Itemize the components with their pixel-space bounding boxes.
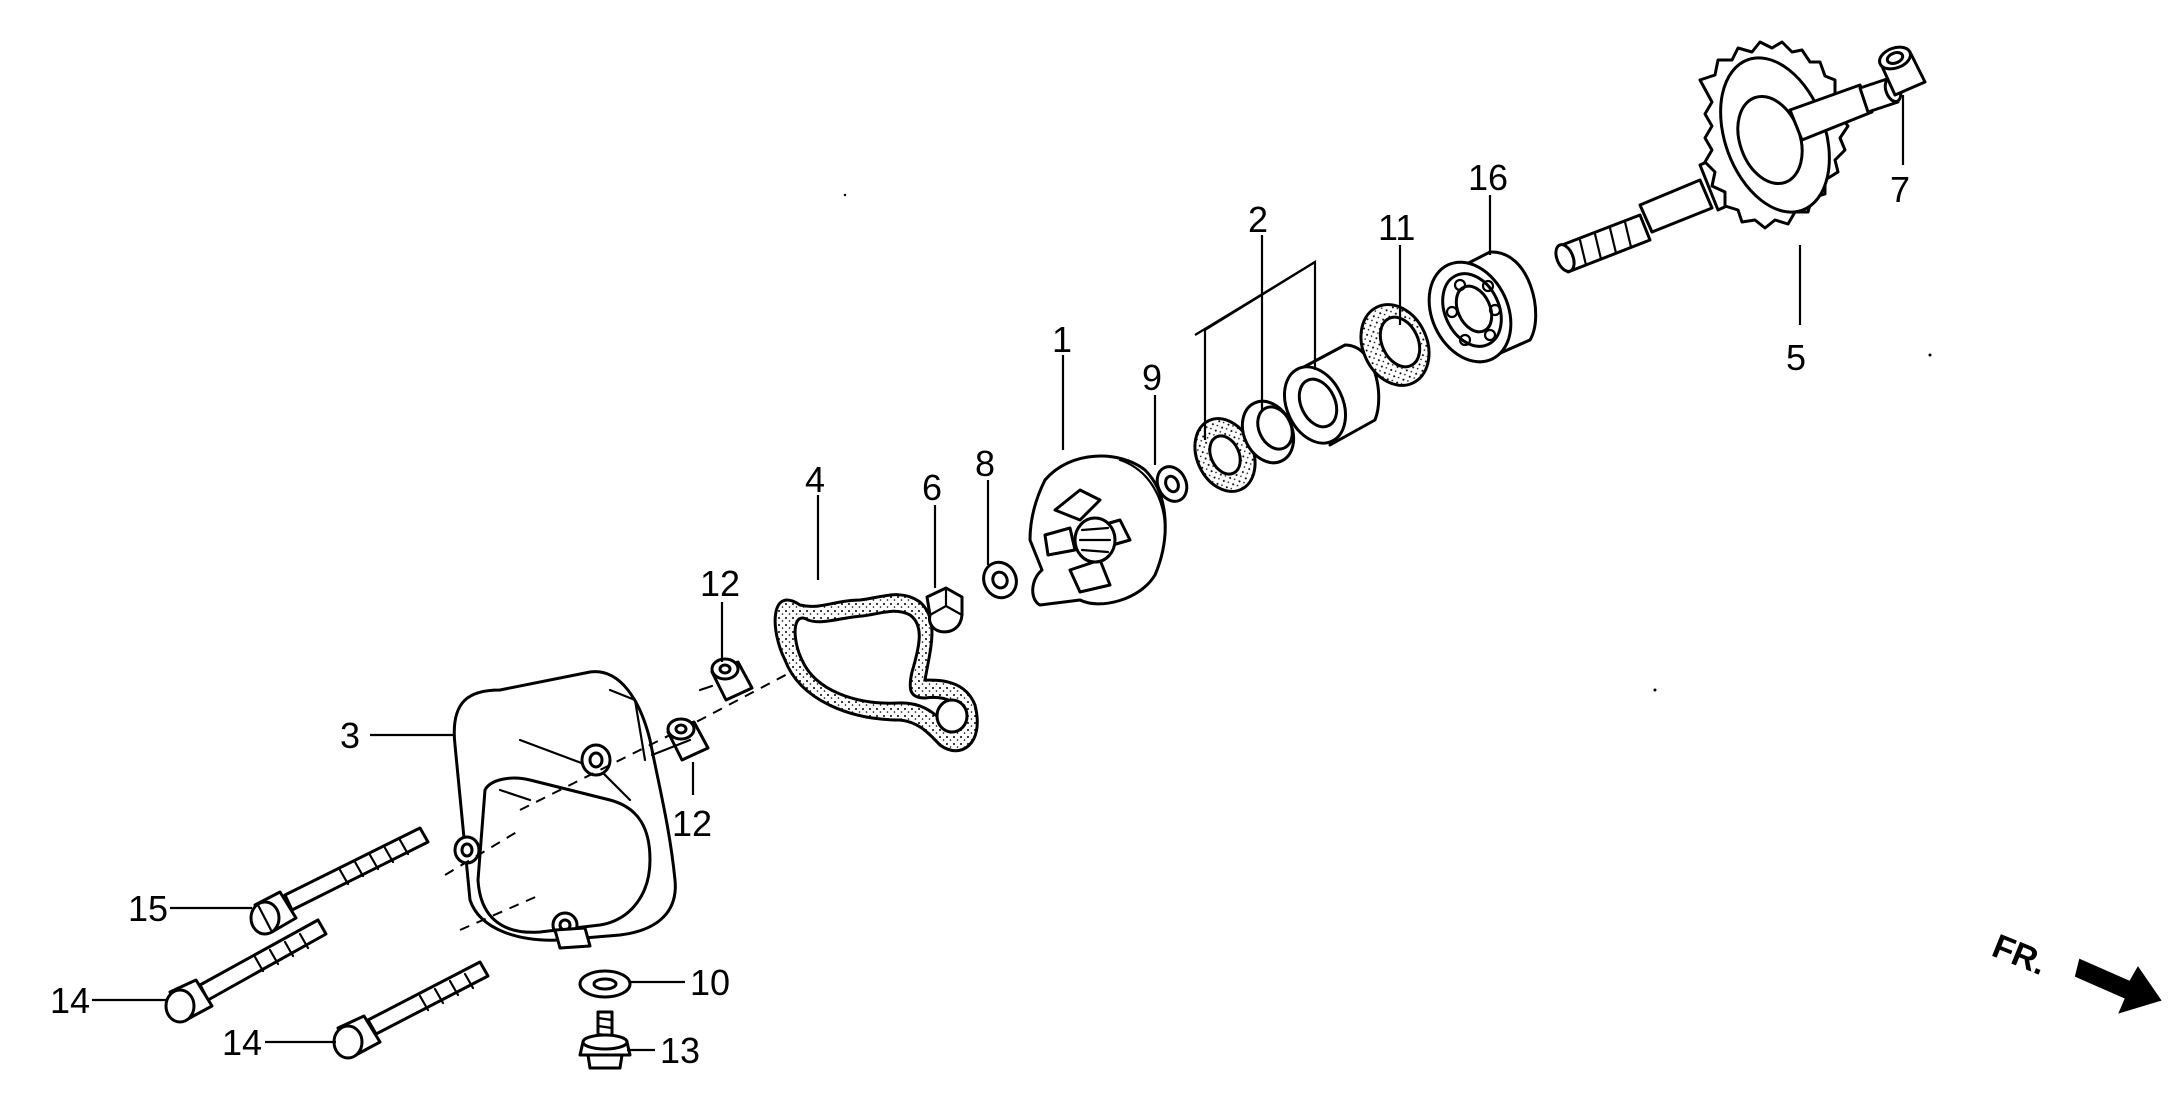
callout-2: 2 xyxy=(1248,199,1268,240)
callout-12-upper: 12 xyxy=(700,563,740,604)
alignment-lines xyxy=(444,669,796,931)
ball-bearing xyxy=(1427,250,1538,364)
pump-cover-part xyxy=(452,670,677,950)
pump-gasket xyxy=(773,593,979,753)
direction-label: FR. xyxy=(1987,927,2052,983)
leader-lines xyxy=(92,95,1905,1052)
callout-11: 11 xyxy=(1378,207,1415,248)
callout-8: 8 xyxy=(975,443,995,484)
callout-14-left: 14 xyxy=(50,980,90,1021)
callout-10: 10 xyxy=(690,962,730,1003)
sealing-washer-10 xyxy=(578,969,632,999)
dowel-pin-upper xyxy=(710,657,754,702)
callout-14-lower: 14 xyxy=(222,1022,262,1063)
dowel-pin-lower xyxy=(666,717,710,762)
washer-8 xyxy=(982,560,1018,600)
mechanical-seal-body xyxy=(1283,343,1381,447)
callout-12-lower: 12 xyxy=(672,803,712,844)
callout-9: 9 xyxy=(1142,357,1162,398)
impeller xyxy=(1028,454,1167,607)
mechanical-seal-washer xyxy=(1240,399,1296,465)
callout-6: 6 xyxy=(922,467,942,508)
callout-5: 5 xyxy=(1786,337,1806,378)
callout-labels: 1 2 3 4 5 6 7 8 9 10 11 12 12 13 14 14 1… xyxy=(50,157,1910,1071)
callout-15: 15 xyxy=(128,888,168,929)
callout-3: 3 xyxy=(340,715,360,756)
front-arrow-icon xyxy=(2074,958,2162,1014)
callout-13: 13 xyxy=(660,1030,700,1071)
callout-4: 4 xyxy=(805,459,825,500)
flange-bolt-15 xyxy=(249,826,430,936)
washer-9 xyxy=(1155,465,1189,503)
oil-seal xyxy=(1359,303,1431,387)
pump-shaft-gear xyxy=(1554,40,1903,274)
front-direction-indicator: FR. xyxy=(1987,927,2162,1014)
collar xyxy=(1878,45,1927,97)
flange-bolt-14-upper xyxy=(164,918,328,1024)
mechanical-seal-ring xyxy=(1193,417,1257,493)
callout-7: 7 xyxy=(1890,169,1910,210)
callout-1: 1 xyxy=(1052,319,1072,360)
drain-bolt-13 xyxy=(578,1010,632,1070)
flange-bolt-14-lower xyxy=(332,960,490,1060)
cap-nut xyxy=(925,586,964,634)
callout-16: 16 xyxy=(1468,157,1508,198)
